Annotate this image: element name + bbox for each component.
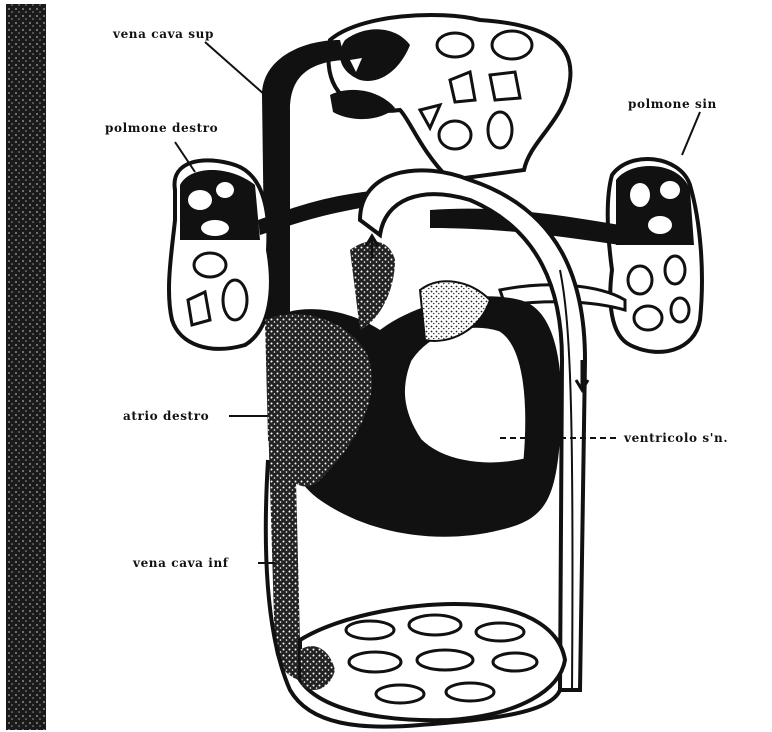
lower-capillary-bed — [300, 604, 565, 720]
left-border-strip — [6, 4, 46, 730]
leader-vena-cava-sup — [205, 42, 265, 95]
label-vena-cava-inf: vena cava inf — [132, 556, 229, 570]
left-lung — [608, 159, 702, 352]
label-ventricolo-sin: ventricolo s'n. — [623, 431, 728, 445]
label-atrio-destro: atrio destro — [123, 409, 209, 423]
leader-polmone-sin — [682, 112, 700, 155]
label-polmone-destro: polmone destro — [105, 121, 218, 135]
label-polmone-sin: polmone sin — [628, 97, 717, 111]
label-vena-cava-sup: vena cava sup — [112, 27, 214, 41]
right-lung — [169, 160, 271, 349]
heart — [265, 241, 562, 536]
head-capillary-bed — [328, 15, 570, 180]
